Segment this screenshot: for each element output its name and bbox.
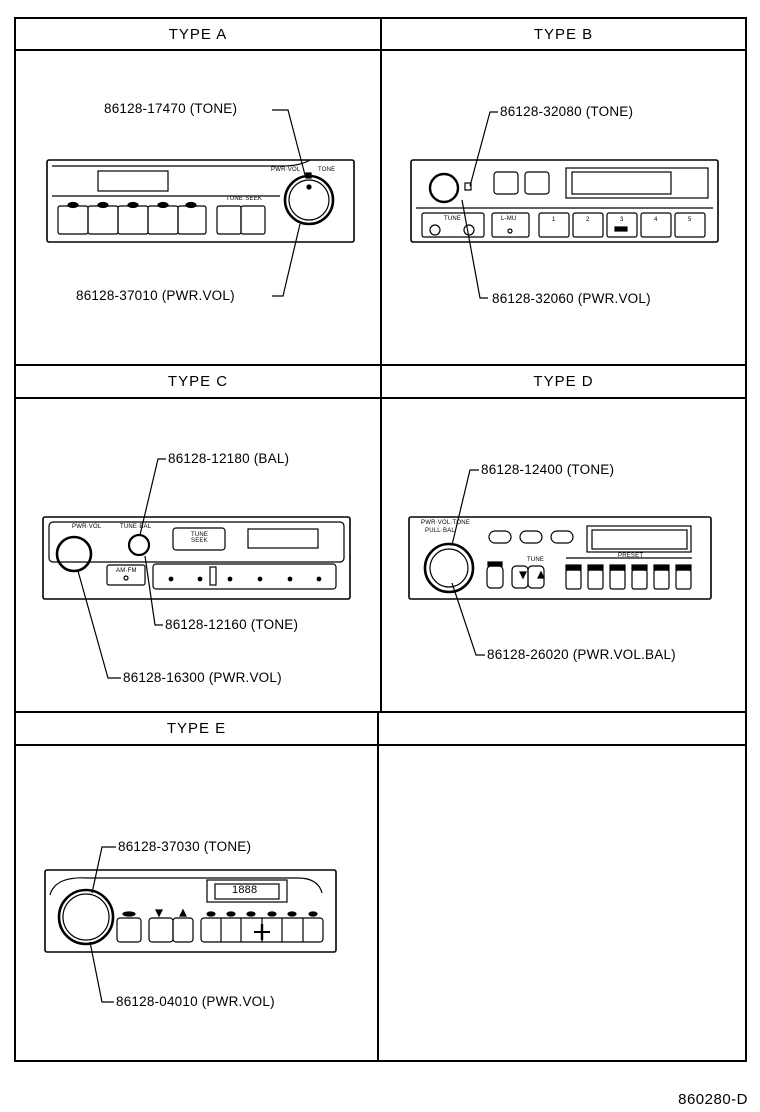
type-a-radio: [46, 109, 355, 297]
type-c-tone-part-number: 86128-12160 (TONE): [165, 617, 299, 632]
type-b-tone-part-number: 86128-32080 (TONE): [500, 104, 634, 119]
type-b-lmu-label: L-MU: [501, 216, 517, 222]
type-e-tone-part-number: 86128-37030 (TONE): [118, 839, 252, 854]
type-b-preset-5: 5: [688, 217, 692, 223]
type-a-tone-part-number: 86128-17470 (TONE): [104, 101, 238, 116]
type-b-preset-3: 3: [620, 217, 624, 223]
type-e-radio: [44, 846, 337, 1003]
type-d-radio: [408, 469, 712, 656]
type-c-tune-bal-label: TUNE·BAL: [120, 524, 152, 530]
type-d-pwr-vol-bal-part-number: 86128-26020 (PWR.VOL.BAL): [487, 647, 676, 662]
type-a-tune-seek-label: TUNE·SEEK: [226, 196, 263, 202]
type-e-pwr-vol-part-number: 86128-04010 (PWR.VOL): [116, 994, 275, 1009]
type-b-header: TYPE B: [533, 25, 594, 43]
type-a-tone-label: TONE: [318, 167, 336, 173]
type-b-preset-1: 1: [552, 217, 556, 223]
type-c-pwr-vol-label: PWR·VOL: [72, 524, 102, 530]
type-d-preset-label: PRESET: [618, 553, 644, 559]
type-d-header: TYPE D: [533, 373, 594, 390]
type-e-header: TYPE E: [166, 720, 227, 737]
type-e-display-readout: 1888: [232, 884, 258, 896]
type-c-bal-part-number: 86128-12180 (BAL): [168, 451, 290, 466]
type-b-pwr-vol-part-number: 86128-32060 (PWR.VOL): [492, 291, 651, 306]
type-b-tune-label: TUNE: [444, 216, 462, 222]
type-a-pwr-vol-label: PWR·VOL: [271, 167, 301, 173]
type-c-radio: [42, 458, 351, 679]
type-a-header: TYPE A: [168, 25, 228, 43]
type-c-header: TYPE C: [167, 373, 229, 390]
type-d-tone-part-number: 86128-12400 (TONE): [481, 462, 615, 477]
type-b-preset-2: 2: [586, 217, 590, 223]
type-b-radio: [410, 111, 719, 299]
type-c-pwr-vol-part-number: 86128-16300 (PWR.VOL): [123, 670, 282, 685]
type-c-amfm-label: AM·FM: [116, 568, 137, 574]
type-d-pwr-label: PWR·VOL·TONE: [421, 520, 470, 526]
type-d-tune-label: TUNE: [527, 557, 545, 563]
type-a-pwr-vol-part-number: 86128-37010 (PWR.VOL): [76, 288, 235, 303]
type-d-bal-label: PULL·BAL: [425, 528, 455, 534]
drawing-reference-number: 860280-D: [678, 1091, 748, 1108]
empty-header: [378, 712, 746, 745]
type-c-tune-seek-label: TUNE SEEK: [191, 532, 209, 544]
type-b-preset-4: 4: [654, 217, 658, 223]
